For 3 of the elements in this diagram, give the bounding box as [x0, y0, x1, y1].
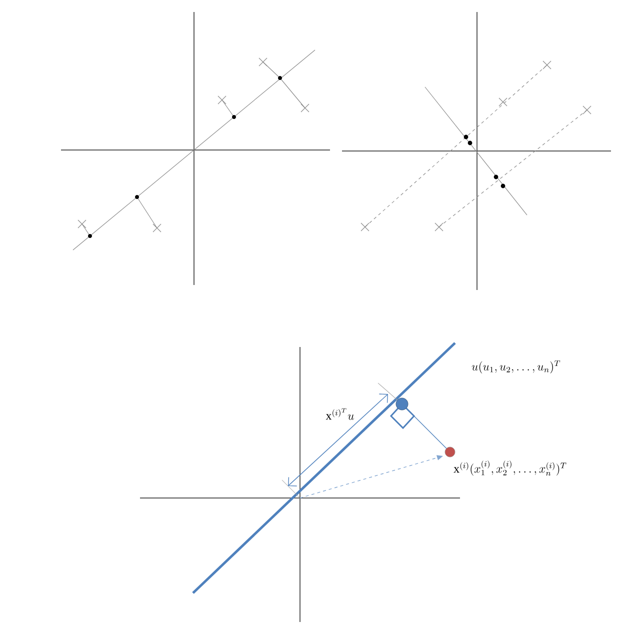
formula-label: $\mathrm{x}^{(i)}(x_1^{(i)},x_2^{(i)},\ldots,x_n^{(i)})^T$ [454, 460, 566, 476]
formula-label: $u(u_1,u_2,\ldots,u_n)^T$ [472, 360, 560, 374]
formula-label: $\mathrm{x}^{(i)^T}u$ [326, 408, 354, 420]
